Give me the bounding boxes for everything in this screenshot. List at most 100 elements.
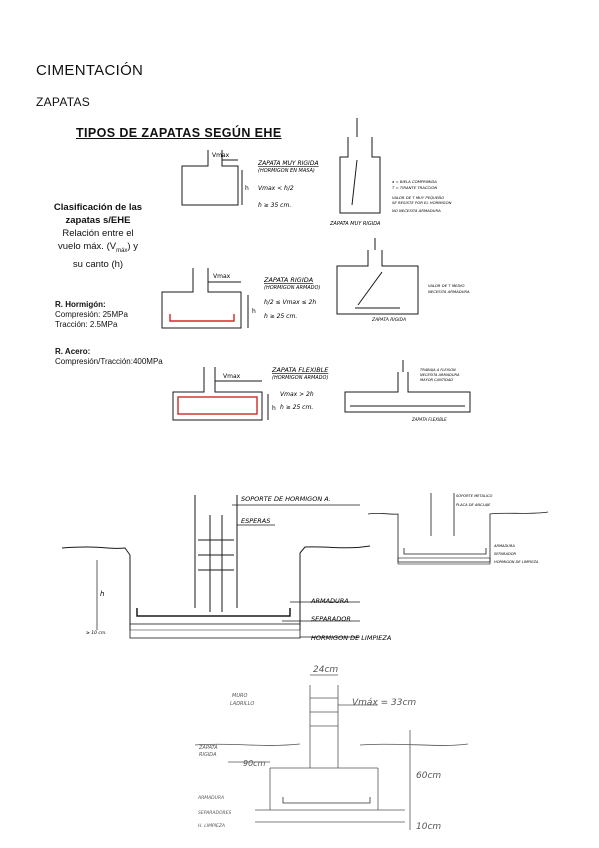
separadores-label: SEPARADORES	[198, 810, 231, 816]
label-spacer: SEPARADOR	[311, 615, 351, 623]
small-label-0: SOPORTE METALICO	[456, 494, 492, 498]
height-10-label: 10cm	[416, 822, 441, 832]
small-label-2: ARMADURA	[493, 544, 515, 548]
diagram-title: TIPOS DE ZAPATAS SEGÚN EHE	[76, 126, 282, 140]
footing-relation-1: Vmax < h/2	[258, 185, 294, 192]
wall-rebar	[282, 797, 371, 804]
footing-sub-3: (HORMIGON ARMADO)	[272, 375, 328, 381]
h-label-3: h	[272, 405, 276, 412]
side-caption-1: ZAPATA MUY RIGIDA	[329, 221, 381, 227]
steel-resistance: R. Acero: Compresión/Tracción:400MPa	[55, 347, 163, 367]
note-3-0: TRABAJA A FLEXION	[420, 368, 456, 372]
note-2-0: VALOR DE T MEDIO	[428, 283, 465, 288]
note-1-4: NO NECESITA ARMADURA	[392, 208, 441, 213]
wall-width-label: 24cm	[313, 665, 338, 675]
limpieza-label: H. LIMPIEZA	[198, 823, 225, 829]
classification-line4sub: máx	[116, 247, 128, 254]
notes-3: TRABAJA A FLEXION NECESITA ARMADURA MAYO…	[420, 368, 460, 382]
note-1-3: SE RESISTE POR EL HORMIGON	[392, 200, 452, 205]
footing-label-2: RIGIDA	[199, 752, 217, 758]
wall-ground-right	[359, 743, 469, 746]
steel-value: Compresión/Tracción:400MPa	[55, 357, 163, 366]
wall-ground-left	[194, 743, 301, 746]
classification-text: Clasificación de las zapatas s/EHE Relac…	[48, 201, 148, 271]
footing-min-h-1: h ≥ 35 cm.	[258, 202, 291, 209]
concrete-heading: R. Hormigón:	[55, 300, 106, 309]
classification-line4a: vuelo máx. (V	[58, 241, 117, 252]
label-support: SOPORTE DE HORMIGON A.	[241, 495, 331, 503]
page-title: CIMENTACIÓN	[36, 62, 144, 79]
footing-section-diagram	[61, 495, 371, 639]
footing-sub-1: (HORMIGON EN MASA)	[258, 168, 315, 174]
classification-line2: zapatas s/EHE	[65, 215, 131, 226]
strut-2	[357, 271, 383, 306]
wall-footing-diagram	[194, 674, 469, 830]
small-label-1: PLACA DE ANCLAJE	[456, 503, 491, 507]
vmax-label-2: Vmax	[213, 273, 231, 280]
section-base-label: ≥ 10 cm.	[86, 630, 107, 636]
footing-name-3: ZAPATA FLEXIBLE	[271, 366, 329, 374]
concrete-traction: Tracción: 2.5MPa	[55, 320, 118, 329]
h-label-2: h	[252, 308, 256, 315]
label-stirrups: ESPERAS	[241, 517, 270, 525]
note-1-1: T = TIRANTE TRACCION	[392, 185, 437, 190]
small-section-diagram	[367, 493, 549, 565]
rigid-side-diagram	[336, 238, 419, 315]
vmax-label-1: Vmax	[212, 152, 230, 159]
h-label-1: h	[245, 185, 249, 192]
label-rebar: ARMADURA	[310, 597, 349, 605]
concrete-compression: Compresión: 25MPa	[55, 310, 128, 319]
flexible-outline	[172, 367, 263, 421]
note-3-2: MAYOR CANTIDAD	[420, 378, 453, 382]
label-lean-concrete: HORMIGON DE LIMPIEZA	[311, 634, 391, 642]
side-caption-3: ZAPATA FLEXIBLE	[411, 417, 447, 422]
rigid-side-outline	[336, 250, 419, 315]
small-lean-layer	[397, 557, 491, 565]
footing-min-h-3: h ≥ 25 cm.	[280, 404, 313, 411]
notes-2: VALOR DE T MEDIO NECESITA ARMADURA	[428, 283, 470, 294]
footing-name-2: ZAPATA RIGIDA	[263, 276, 313, 284]
small-label-3: SEPARADOR	[494, 552, 517, 556]
steel-heading: R. Acero:	[55, 347, 91, 356]
footing-very-rigid-diagram	[181, 150, 243, 206]
very-rigid-side-outline	[339, 137, 381, 214]
note-1-2: VALOR DE T MUY PEQUEÑO	[392, 195, 444, 200]
very-rigid-outline	[181, 150, 239, 206]
wall-label-2: LADRILLO	[230, 701, 254, 707]
wall-vmax-label: Vmáx = 33cm	[352, 698, 416, 708]
notes-1: a = BIELA COMPRIMIDA T = TIRANTE TRACCIO…	[392, 179, 452, 213]
footing-rigid-diagram	[161, 268, 249, 329]
wall-label-1: MURO	[232, 693, 247, 699]
note-2-1: NECESITA ARMADURA	[428, 289, 470, 294]
rigid-outline	[161, 268, 242, 329]
rigid-rebar	[169, 314, 235, 322]
ground-right	[299, 545, 371, 554]
strut-1	[351, 159, 358, 206]
small-section-labels: SOPORTE METALICO PLACA DE ANCLAJE ARMADU…	[456, 494, 539, 564]
ground-left	[61, 546, 131, 556]
height-60-label: 60cm	[416, 771, 441, 781]
classification-line3: Relación entre el	[62, 228, 134, 239]
classification-line4b: ) y	[127, 241, 138, 252]
classification-line1: Clasificación de las	[53, 202, 143, 213]
section-rebar	[136, 608, 291, 617]
very-rigid-side-diagram	[339, 118, 381, 214]
note-3-1: NECESITA ARMADURA	[420, 373, 460, 377]
vmax-label-3: Vmax	[223, 373, 241, 380]
classification-line5: su canto (h)	[72, 258, 124, 270]
footing-relation-3: Vmax > 2h	[280, 391, 314, 398]
classification-line4: vuelo máx. (Vmáx) y	[48, 240, 148, 258]
section-h-label: h	[100, 590, 104, 598]
concrete-resistance: R. Hormigón: Compresión: 25MPa Tracción:…	[55, 300, 128, 330]
footing-sub-2: (HORMIGON ARMADO)	[264, 285, 320, 291]
width-90-label: 90cm	[243, 759, 266, 768]
footing-flexible-diagram	[172, 367, 269, 421]
footing-min-h-2: h ≥ 25 cm.	[264, 313, 297, 320]
small-rebar	[403, 548, 487, 555]
small-excavation	[367, 511, 549, 563]
note-1-0: a = BIELA COMPRIMIDA	[392, 179, 437, 184]
flexible-side-outline	[344, 372, 471, 413]
lean-concrete-layer	[129, 623, 301, 639]
flexible-rebar	[177, 396, 258, 415]
